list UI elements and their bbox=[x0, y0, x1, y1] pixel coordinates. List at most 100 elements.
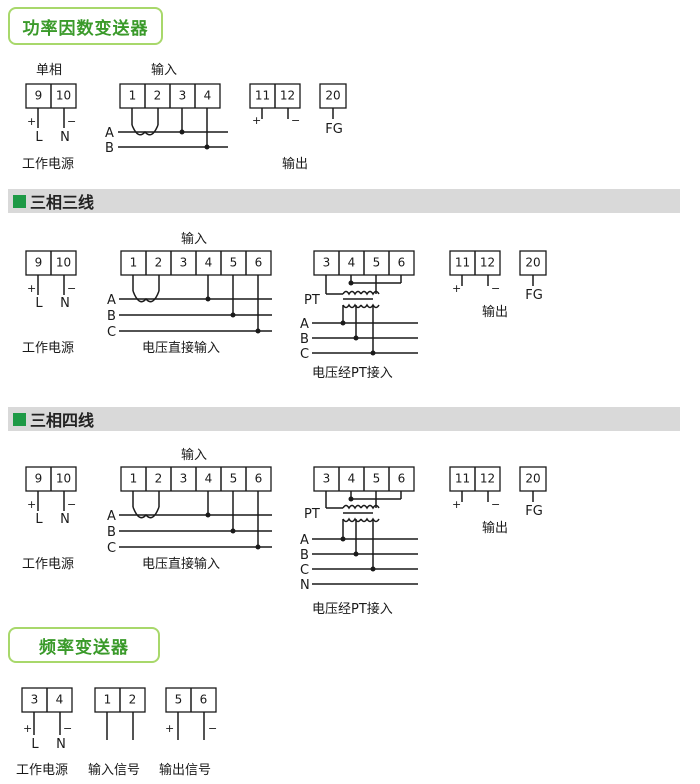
svg-text:12: 12 bbox=[280, 89, 295, 103]
terminal-block-pt: 3 4 5 6 bbox=[313, 466, 415, 492]
svg-text:−: − bbox=[491, 498, 500, 511]
label-output: 输出 bbox=[282, 156, 308, 172]
svg-text:N: N bbox=[56, 737, 66, 752]
svg-text:3: 3 bbox=[179, 89, 187, 103]
svg-text:电压直接输入: 电压直接输入 bbox=[142, 556, 220, 572]
svg-text:FG: FG bbox=[525, 288, 543, 303]
label-N: N bbox=[60, 130, 70, 145]
svg-text:11: 11 bbox=[255, 89, 270, 103]
svg-text:B: B bbox=[107, 525, 116, 540]
svg-text:4: 4 bbox=[56, 693, 64, 707]
svg-text:N: N bbox=[300, 578, 310, 593]
terminal-block-input: 1 2 3 4 5 6 bbox=[120, 466, 272, 492]
svg-text:PT: PT bbox=[304, 293, 320, 308]
svg-text:输出信号: 输出信号 bbox=[159, 762, 211, 778]
svg-text:11: 11 bbox=[455, 472, 470, 486]
svg-text:A: A bbox=[300, 317, 309, 332]
svg-text:−: − bbox=[208, 722, 217, 735]
green-square-icon bbox=[13, 194, 26, 208]
svg-text:6: 6 bbox=[200, 693, 208, 707]
terminal-block-power: 3 4 bbox=[21, 687, 73, 713]
svg-text:L: L bbox=[35, 296, 43, 311]
svg-text:20: 20 bbox=[525, 256, 540, 270]
svg-text:B: B bbox=[300, 332, 309, 347]
svg-text:2: 2 bbox=[155, 472, 163, 486]
svg-text:5: 5 bbox=[373, 472, 381, 486]
section-three-phase-three-wire: 三相三线 bbox=[8, 189, 680, 213]
svg-text:6: 6 bbox=[398, 256, 406, 270]
svg-text:9: 9 bbox=[35, 472, 43, 486]
svg-text:1: 1 bbox=[129, 89, 137, 103]
green-square-icon bbox=[13, 412, 26, 426]
svg-text:B: B bbox=[107, 309, 116, 324]
svg-text:10: 10 bbox=[56, 472, 71, 486]
svg-text:−: − bbox=[491, 282, 500, 295]
svg-text:C: C bbox=[300, 347, 309, 362]
terminal-block-input-signal: 1 2 bbox=[94, 687, 146, 713]
svg-text:9: 9 bbox=[35, 256, 43, 270]
svg-text:工作电源: 工作电源 bbox=[16, 763, 68, 778]
section-frequency-title: 频率变送器 bbox=[8, 627, 160, 663]
svg-text:工作电源: 工作电源 bbox=[22, 557, 74, 572]
svg-text:6: 6 bbox=[255, 256, 263, 270]
svg-text:+: + bbox=[165, 722, 174, 735]
svg-text:电压经PT接入: 电压经PT接入 bbox=[312, 601, 393, 617]
svg-text:C: C bbox=[107, 325, 116, 340]
terminal-block-input: 1 2 3 4 5 6 bbox=[120, 250, 272, 276]
label-input: 输入 bbox=[151, 62, 177, 78]
svg-text:1: 1 bbox=[130, 472, 138, 486]
svg-text:6: 6 bbox=[398, 472, 406, 486]
terminal-block-power: 9 10 bbox=[25, 466, 77, 492]
svg-text:FG: FG bbox=[325, 122, 343, 137]
plus-sign: + bbox=[27, 115, 36, 128]
svg-text:4: 4 bbox=[205, 472, 213, 486]
label-L: L bbox=[35, 130, 43, 145]
terminal-9: 9 bbox=[35, 89, 43, 103]
svg-text:1: 1 bbox=[104, 693, 112, 707]
svg-text:4: 4 bbox=[204, 89, 212, 103]
svg-text:C: C bbox=[107, 541, 116, 556]
svg-text:11: 11 bbox=[455, 256, 470, 270]
terminal-block-power: 9 10 bbox=[25, 83, 77, 109]
svg-text:2: 2 bbox=[155, 256, 163, 270]
svg-text:A: A bbox=[105, 126, 114, 141]
svg-text:12: 12 bbox=[480, 472, 495, 486]
svg-text:−: − bbox=[291, 114, 300, 127]
svg-text:6: 6 bbox=[255, 472, 263, 486]
svg-text:输入: 输入 bbox=[181, 447, 207, 463]
svg-text:5: 5 bbox=[175, 693, 183, 707]
terminal-fg bbox=[319, 83, 347, 109]
svg-text:4: 4 bbox=[348, 472, 356, 486]
svg-text:电压经PT接入: 电压经PT接入 bbox=[312, 365, 393, 381]
svg-text:5: 5 bbox=[230, 256, 238, 270]
svg-text:输入信号: 输入信号 bbox=[88, 762, 140, 778]
svg-text:A: A bbox=[107, 293, 116, 308]
svg-text:−: − bbox=[67, 282, 76, 295]
label-single-phase: 单相 bbox=[36, 63, 62, 78]
svg-text:10: 10 bbox=[56, 256, 71, 270]
svg-text:+: + bbox=[23, 722, 32, 735]
svg-text:3: 3 bbox=[180, 256, 188, 270]
svg-text:输出: 输出 bbox=[482, 304, 508, 320]
svg-text:5: 5 bbox=[373, 256, 381, 270]
svg-text:N: N bbox=[60, 296, 70, 311]
terminal-block-power: 9 10 bbox=[25, 250, 77, 276]
terminal-block-output: 11 12 bbox=[249, 83, 301, 109]
terminal-block-output: 11 12 bbox=[449, 250, 501, 276]
svg-text:12: 12 bbox=[480, 256, 495, 270]
svg-text:A: A bbox=[107, 509, 116, 524]
svg-text:3: 3 bbox=[31, 693, 39, 707]
section-label: 三相三线 bbox=[30, 193, 95, 212]
svg-text:+: + bbox=[27, 282, 36, 295]
svg-text:B: B bbox=[300, 548, 309, 563]
terminal-block-output-signal: 5 6 bbox=[165, 687, 217, 713]
svg-text:C: C bbox=[300, 563, 309, 578]
svg-text:20: 20 bbox=[325, 89, 340, 103]
svg-text:FG: FG bbox=[525, 504, 543, 519]
section-label: 三相四线 bbox=[30, 411, 95, 430]
svg-text:4: 4 bbox=[205, 256, 213, 270]
svg-text:1: 1 bbox=[130, 256, 138, 270]
terminal-block-pt: 3 4 5 6 bbox=[313, 250, 415, 276]
svg-text:输出: 输出 bbox=[482, 520, 508, 536]
